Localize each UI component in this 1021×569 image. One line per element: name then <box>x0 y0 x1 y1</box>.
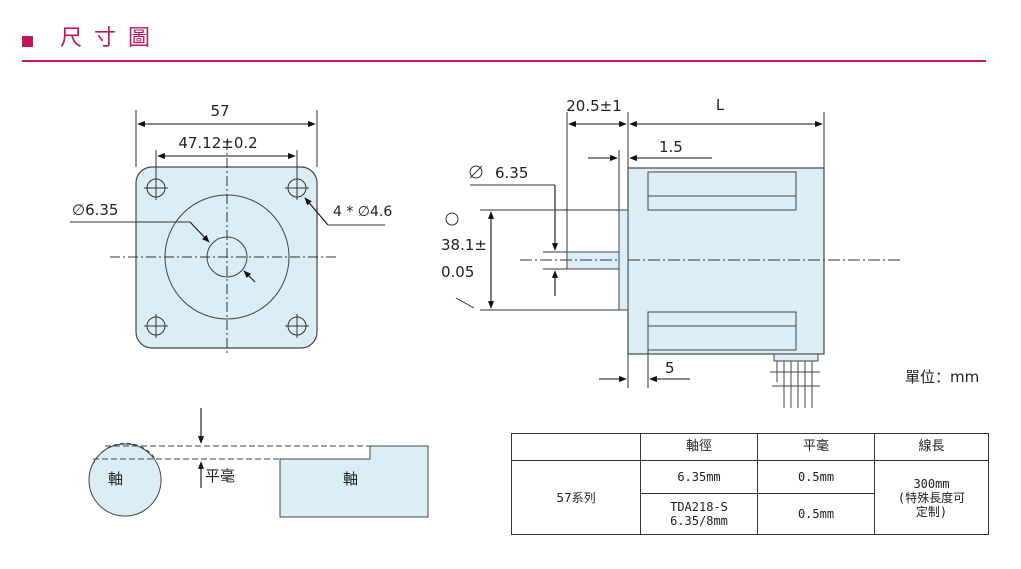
body-groove <box>647 311 797 351</box>
length-line: 300mm <box>913 476 950 491</box>
unit-label: 單位：mm <box>905 368 980 386</box>
flange-boss <box>618 209 629 311</box>
table-header-cell: 線長 <box>874 433 989 461</box>
shaft-cross-section <box>88 443 162 517</box>
table-header-cell <box>511 433 641 461</box>
boss-diameter-label-line2: 0.05 <box>441 263 474 281</box>
flat-cell: 0.5mm <box>757 460 875 494</box>
flatness-label: 平毫 <box>205 467 235 485</box>
spec-table: 軸徑 平毫 線長 57系列 6.35mm 0.5mm 300mm (特殊長度可 … <box>511 433 989 535</box>
mounting-hole <box>144 176 168 200</box>
header-bullet <box>22 36 33 47</box>
side-view: 20.5±1 L 1.5 6.35 38.1± 0.05 5 <box>441 96 900 408</box>
length-line: 定制) <box>915 504 948 519</box>
length-cell: 300mm (特殊長度可 定制) <box>874 460 989 535</box>
shaft-label-left: 軸 <box>108 470 123 488</box>
shaft-label-right: 軸 <box>343 470 358 488</box>
body-groove <box>647 171 797 211</box>
table-header-cell: 軸徑 <box>640 433 758 461</box>
lead-wires <box>770 353 820 408</box>
table-row: TDA218-S 6.35/8mm 0.5mm <box>512 493 989 535</box>
boss-height-label: 1.5 <box>659 138 683 156</box>
flat-detail: 軸 平毫 軸 <box>88 408 429 518</box>
overall-width-label: 57 <box>210 102 229 120</box>
front-shaft-diameter-label: ∅6.35 <box>72 201 118 219</box>
body-length-label: L <box>716 96 725 114</box>
flat-cell: 0.5mm <box>757 493 875 535</box>
shaft-length-label: 20.5±1 <box>566 97 622 115</box>
shaft-flat-side <box>279 445 429 518</box>
diameter-cell: TDA218-S 6.35/8mm <box>640 493 758 535</box>
diameter-symbol <box>469 165 483 179</box>
mounting-hole <box>144 314 168 338</box>
mounting-hole <box>285 314 309 338</box>
hole-spacing-label: 47.12±0.2 <box>178 134 257 152</box>
series-cell: 57系列 <box>511 460 641 535</box>
length-line: (特殊長度可 <box>897 490 966 505</box>
front-view: 57 47.12±0.2 ∅6.35 4 * ∅4.6 <box>70 102 392 356</box>
side-shaft-diameter-label: 6.35 <box>495 164 528 182</box>
boss-diameter-label-line1: 38.1± <box>441 236 487 254</box>
table-header-cell: 平毫 <box>757 433 875 461</box>
table-row: 57系列 6.35mm 0.5mm 300mm (特殊長度可 定制) <box>511 460 989 535</box>
diameter-line: 6.35/8mm <box>670 514 728 528</box>
mounting-hole <box>285 176 309 200</box>
header-divider <box>22 60 986 62</box>
page-title: 尺寸圖 <box>60 26 163 51</box>
diameter-cell: 6.35mm <box>640 460 758 494</box>
table-header-row: 軸徑 平毫 線長 <box>511 433 989 461</box>
mounting-holes-label: 4 * ∅4.6 <box>333 204 392 220</box>
diameter-line: TDA218-S <box>670 500 728 514</box>
flange-thickness-label: 5 <box>665 359 675 377</box>
diameter-symbol <box>445 212 459 226</box>
